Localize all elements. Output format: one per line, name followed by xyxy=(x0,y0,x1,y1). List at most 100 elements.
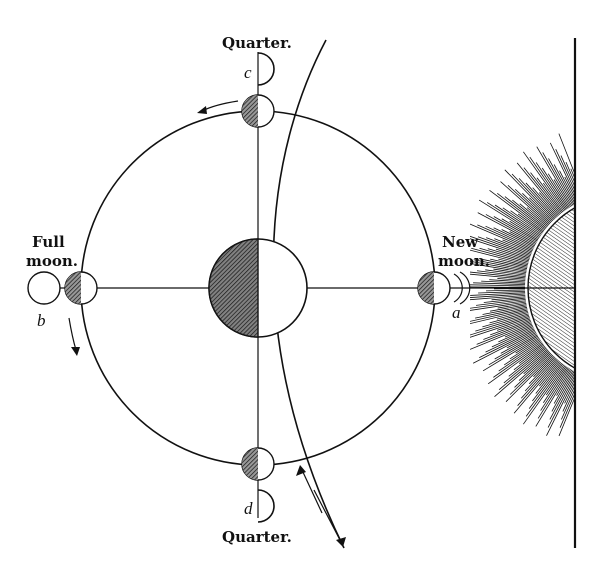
sun-ray xyxy=(540,367,569,411)
sun-ray xyxy=(541,167,569,209)
sun-ray xyxy=(470,294,526,301)
sun-ray xyxy=(470,260,527,272)
sun-ray xyxy=(506,332,537,349)
sun-ray xyxy=(509,231,536,246)
sun-ray xyxy=(503,340,542,366)
sun-ray xyxy=(546,377,575,436)
sun-ray xyxy=(494,204,542,236)
sun-ray xyxy=(509,220,539,240)
sun-ray xyxy=(498,258,528,267)
sun-ray xyxy=(486,202,541,237)
sun-ray xyxy=(504,324,533,338)
sun-ray xyxy=(470,300,526,309)
sun-ray xyxy=(497,302,527,309)
sun-ray xyxy=(500,333,537,354)
sun-ray xyxy=(509,353,553,395)
sun-ray xyxy=(515,337,540,354)
sun-ray xyxy=(490,258,528,268)
sun-ray xyxy=(470,235,531,258)
sun-ray xyxy=(503,347,547,384)
quarter-label-bottom: Quarter. xyxy=(222,528,292,546)
sun-ray xyxy=(547,173,570,208)
sun-ray xyxy=(470,263,527,274)
sun-ray xyxy=(483,297,526,303)
sun-ray xyxy=(470,317,530,338)
sun-ray xyxy=(497,193,546,231)
sun xyxy=(470,133,575,437)
sun-ray xyxy=(553,370,574,404)
quarter-phase-bottom xyxy=(257,489,275,523)
sun-ray xyxy=(485,269,526,276)
sun-ray xyxy=(559,170,575,202)
sun-ray xyxy=(494,238,532,254)
sun-ray xyxy=(524,357,556,392)
sun-ray xyxy=(558,396,575,437)
sun-ray xyxy=(556,369,573,396)
sun-ray xyxy=(476,322,532,345)
sun-ray xyxy=(481,280,526,284)
sun-ray xyxy=(551,370,575,412)
sun-ray xyxy=(488,335,539,366)
sun-ray xyxy=(523,350,550,375)
sun-ray xyxy=(533,355,554,378)
sun-ray xyxy=(470,308,528,322)
sun-ray xyxy=(470,316,530,336)
sun-ray xyxy=(491,327,534,348)
sun-ray xyxy=(513,345,546,371)
sun-ray xyxy=(574,400,575,403)
sun-ray xyxy=(516,162,560,215)
sun-ray xyxy=(510,210,543,234)
sun-ray xyxy=(535,361,562,394)
sun-ray xyxy=(470,271,526,279)
sun-ray xyxy=(514,352,552,388)
sun-ray xyxy=(538,192,559,216)
sun-ray xyxy=(539,361,560,387)
sun-ray xyxy=(483,321,532,340)
sun-ray xyxy=(473,282,526,286)
sun-ray xyxy=(470,309,528,325)
sun-ray xyxy=(493,268,527,275)
sun-ray xyxy=(494,334,538,360)
sun-ray xyxy=(523,151,566,211)
sun-ray xyxy=(470,238,530,259)
sun-ray xyxy=(525,182,557,218)
sun-ray xyxy=(526,207,549,227)
sun-ray xyxy=(518,351,551,381)
sun-ray xyxy=(494,349,549,397)
sun-ray xyxy=(547,374,575,428)
orbit-arrow-up xyxy=(296,465,323,514)
sun-ray xyxy=(553,164,575,205)
sun-ray xyxy=(485,214,537,243)
sun-ray xyxy=(543,366,568,403)
sun-ray xyxy=(497,278,526,282)
sun-ray xyxy=(553,179,571,208)
sun-ray xyxy=(489,279,526,283)
sun-ray xyxy=(486,237,532,255)
sun-ray xyxy=(482,336,539,372)
sun-ray xyxy=(525,364,565,417)
sun-ray xyxy=(500,181,550,226)
sun-ray xyxy=(489,189,545,232)
sun-ray xyxy=(496,318,531,331)
sun-ray xyxy=(470,273,526,280)
sun-ray xyxy=(470,292,526,296)
sun-ray xyxy=(564,380,575,404)
sun-ray xyxy=(535,368,571,427)
sun-ray xyxy=(470,223,533,252)
sun-ray xyxy=(501,229,536,247)
moon-top xyxy=(241,94,275,128)
sun-ray xyxy=(545,366,567,396)
sun-ray xyxy=(470,323,533,350)
sun-ray xyxy=(478,290,526,294)
sun-ray xyxy=(532,362,563,402)
sun-ray xyxy=(481,258,528,270)
quarter-phase-top xyxy=(257,52,275,86)
sun-ray xyxy=(471,247,529,264)
sun-ray xyxy=(535,162,568,210)
sun-ray xyxy=(498,348,548,391)
letter-d: d xyxy=(244,499,253,518)
sun-ray xyxy=(536,177,564,213)
sun-ray xyxy=(542,182,565,212)
sun-ray xyxy=(518,344,545,364)
sun-ray xyxy=(479,247,529,263)
